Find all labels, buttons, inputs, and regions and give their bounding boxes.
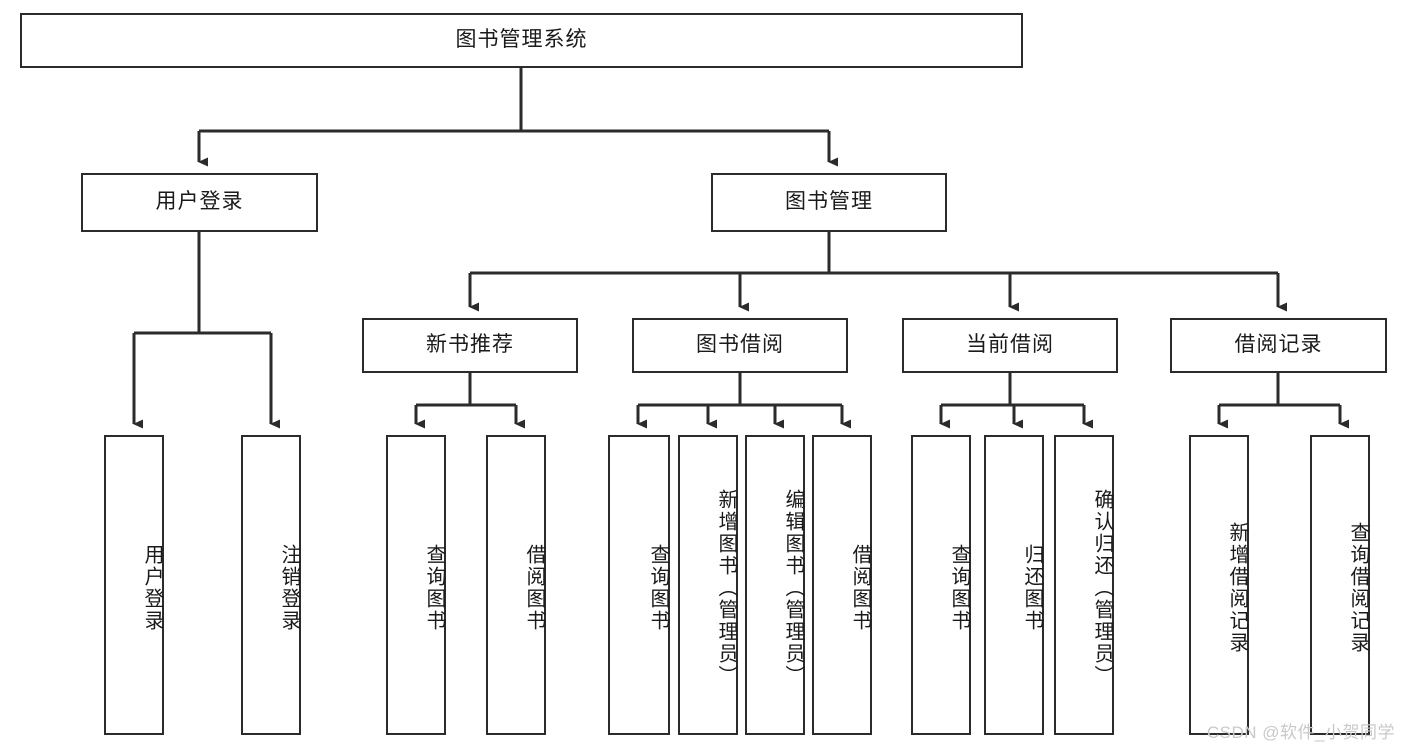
leaf-box-12[interactable]: 查询借阅记录 (1310, 435, 1370, 735)
level3-box-0[interactable]: 新书推荐 (362, 318, 578, 373)
root-label-0: 图书管理系统 (455, 28, 588, 52)
level3-box-1[interactable]: 图书借阅 (632, 318, 848, 373)
level3-box-3[interactable]: 借阅记录 (1170, 318, 1387, 373)
level2-label-1: 图书管理 (785, 190, 873, 214)
leaf-label-4: 查询图书 (647, 544, 669, 632)
leaf-label-1: 注销登录 (278, 544, 300, 632)
leaf-label-0: 用户登录 (141, 544, 163, 632)
level3-label-3: 借阅记录 (1234, 333, 1323, 357)
level2-box-1[interactable]: 图书管理 (711, 173, 947, 232)
leaf-label-11: 新增借阅记录 (1226, 522, 1248, 654)
root-box-0[interactable]: 图书管理系统 (20, 13, 1023, 68)
leaf-box-5[interactable]: 新增图书（管理员） (678, 435, 738, 735)
level2-label-0: 用户登录 (155, 190, 244, 214)
leaf-label-3: 借阅图书 (523, 544, 545, 632)
leaf-box-1[interactable]: 注销登录 (241, 435, 301, 735)
leaf-box-10[interactable]: 确认归还（管理员） (1054, 435, 1114, 735)
leaf-label-12: 查询借阅记录 (1347, 522, 1369, 654)
leaf-box-0[interactable]: 用户登录 (104, 435, 164, 735)
leaf-label-7: 借阅图书 (849, 544, 871, 632)
leaf-box-4[interactable]: 查询图书 (608, 435, 670, 735)
leaf-label-9: 归还图书 (1021, 544, 1043, 632)
csdn-watermark: CSDN @软件_小贺同学 (1206, 723, 1395, 742)
leaf-label-8: 查询图书 (948, 544, 970, 632)
leaf-label-2: 查询图书 (423, 544, 445, 632)
leaf-box-8[interactable]: 查询图书 (911, 435, 971, 735)
leaf-box-9[interactable]: 归还图书 (984, 435, 1044, 735)
level3-label-0: 新书推荐 (426, 333, 514, 357)
level2-box-0[interactable]: 用户登录 (81, 173, 318, 232)
leaf-label-6: 编辑图书（管理员） (782, 489, 804, 687)
level3-label-2: 当前借阅 (966, 333, 1054, 357)
level3-label-1: 图书借阅 (696, 333, 784, 357)
leaf-box-6[interactable]: 编辑图书（管理员） (745, 435, 805, 735)
leaf-box-3[interactable]: 借阅图书 (486, 435, 546, 735)
level3-box-2[interactable]: 当前借阅 (902, 318, 1118, 373)
leaf-label-10: 确认归还（管理员） (1091, 489, 1113, 687)
leaf-box-11[interactable]: 新增借阅记录 (1189, 435, 1249, 735)
leaf-box-7[interactable]: 借阅图书 (812, 435, 872, 735)
leaf-box-2[interactable]: 查询图书 (386, 435, 446, 735)
leaf-label-5: 新增图书（管理员） (715, 489, 737, 687)
